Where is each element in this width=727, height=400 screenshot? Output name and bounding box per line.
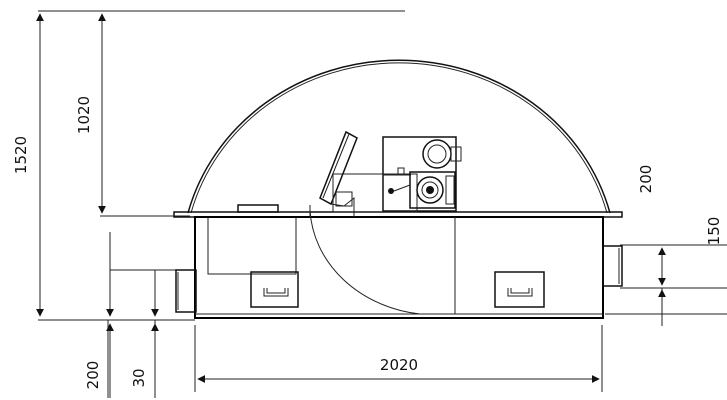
label-outlet-pipe: 150 <box>705 217 723 246</box>
outlet-pipe <box>602 245 623 287</box>
right-drawer <box>494 271 545 308</box>
left-drawer <box>250 271 299 308</box>
lid-arm <box>319 130 358 206</box>
inlet-pipe <box>175 269 197 313</box>
label-inlet-height: 200 <box>84 361 102 390</box>
tank-body <box>194 216 604 319</box>
label-base-offset: 30 <box>130 368 148 387</box>
dome-cover <box>187 59 611 214</box>
gearbox <box>409 171 456 209</box>
plate-handle <box>237 204 279 213</box>
label-body-width: 2020 <box>380 356 418 374</box>
label-outlet-height: 200 <box>637 165 655 194</box>
motor-wheel <box>422 139 452 169</box>
pivot-dot <box>388 188 394 194</box>
machine-outline <box>173 59 623 319</box>
label-dome-height: 1020 <box>75 96 93 134</box>
label-overall-height: 1520 <box>12 136 30 174</box>
dimension-lines <box>36 13 666 398</box>
